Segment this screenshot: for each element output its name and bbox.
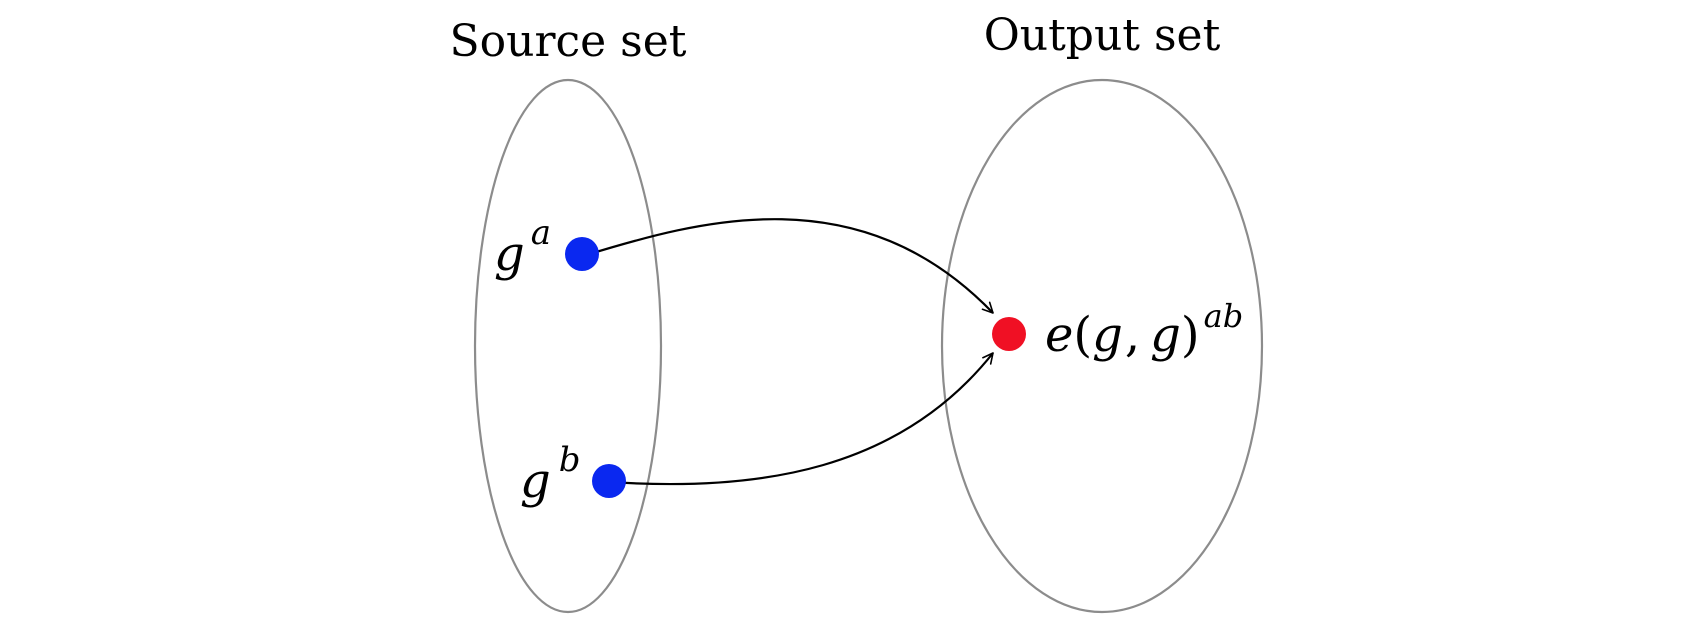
label-pairing-exponent: ab: [1204, 297, 1244, 335]
label-pairing-func: e: [1045, 307, 1073, 363]
source-set: Source set: [450, 16, 687, 614]
label-pairing-comma: ,: [1125, 307, 1140, 363]
output-set-title: Output set: [984, 10, 1221, 61]
source-point-g-b: [592, 464, 626, 498]
arrow-g-b-to-output: [609, 352, 994, 486]
arrow-g-a-to-output: [582, 218, 994, 314]
source-point-g-a: [565, 237, 599, 271]
label-pairing-arg2: g: [1150, 307, 1181, 363]
source-set-outline: [473, 78, 663, 614]
output-element-pairing: e(g,g)ab: [992, 297, 1243, 363]
mapping-arrows: [582, 218, 994, 486]
output-set-outline: [940, 78, 1264, 614]
source-set-title: Source set: [450, 16, 687, 67]
label-g-a-exponent: a: [531, 213, 551, 253]
output-point-pairing: [992, 317, 1026, 351]
output-set: Output set: [940, 10, 1264, 614]
label-pairing-rparen: ): [1181, 307, 1200, 363]
label-g-b-exponent: b: [559, 440, 581, 480]
label-pairing-lparen: (: [1073, 307, 1092, 363]
label-g-a-base: g: [494, 226, 525, 282]
label-pairing-arg1: g: [1092, 307, 1123, 363]
label-pairing: e(g,g)ab: [1045, 297, 1243, 363]
label-g-b-base: g: [520, 453, 551, 509]
